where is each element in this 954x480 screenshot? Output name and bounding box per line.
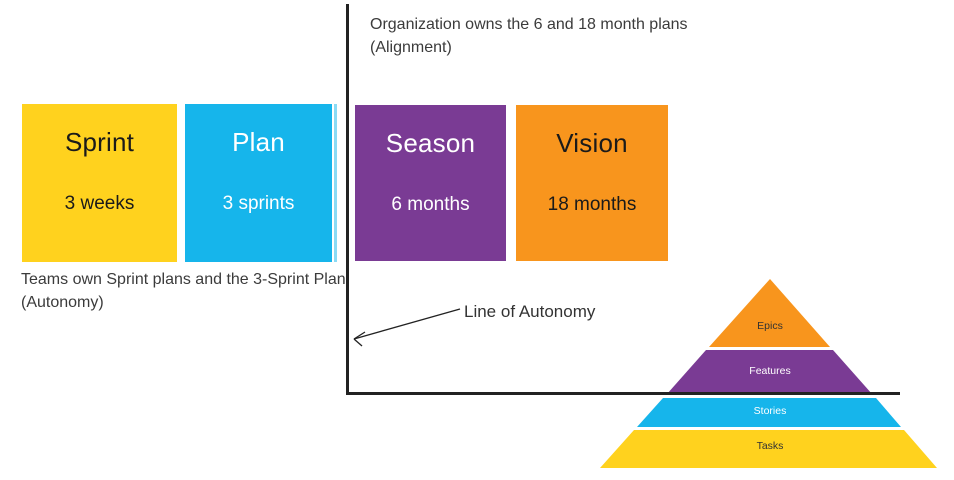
alignment-caption-line1: Organization owns the 6 and 18 month pla… [370, 16, 688, 33]
autonomy-caption-line2: (Autonomy) [21, 294, 104, 311]
season-box-subtitle: 6 months [391, 194, 470, 215]
season-box-title: Season [385, 128, 476, 158]
pyramid-label-features: Features [749, 365, 790, 377]
autonomy-arrowhead-upper [353, 331, 366, 340]
sprint-box-title: Sprint [64, 127, 135, 157]
autonomy-horizontal-line [346, 392, 900, 395]
sprint-box: Sprint 3 weeks [22, 104, 177, 262]
plan-box-subtitle: 3 sprints [222, 193, 295, 214]
line-of-autonomy-label: Line of Autonomy [464, 302, 596, 321]
autonomy-caption: Teams own Sprint plans and the 3-Sprint … [21, 268, 361, 314]
pyramid-level-stories [637, 398, 901, 427]
plan-box-edge-highlight [334, 104, 337, 262]
season-box: Season 6 months [355, 105, 506, 261]
pyramid-level-tasks [600, 430, 937, 468]
sprint-box-subtitle: 3 weeks [64, 193, 135, 214]
pyramid-level-features [667, 350, 872, 394]
alignment-caption: Organization owns the 6 and 18 month pla… [370, 13, 710, 59]
pyramid-level-epics [709, 279, 830, 347]
pyramid-label-tasks: Tasks [757, 440, 784, 452]
vision-box-title: Vision [556, 128, 628, 158]
autonomy-arrowhead-lower [353, 338, 363, 347]
vision-box: Vision 18 months [516, 105, 668, 261]
pyramid-label-epics: Epics [757, 320, 783, 332]
autonomy-caption-line1: Teams own Sprint plans and the 3-Sprint … [21, 271, 346, 288]
plan-box: Plan 3 sprints [185, 104, 332, 262]
plan-box-title: Plan [232, 127, 285, 157]
autonomy-vertical-line [346, 4, 349, 394]
pyramid-label-stories: Stories [754, 405, 787, 417]
vision-box-subtitle: 18 months [547, 194, 637, 215]
autonomy-arrow-shaft [353, 308, 461, 340]
alignment-caption-line2: (Alignment) [370, 39, 452, 56]
